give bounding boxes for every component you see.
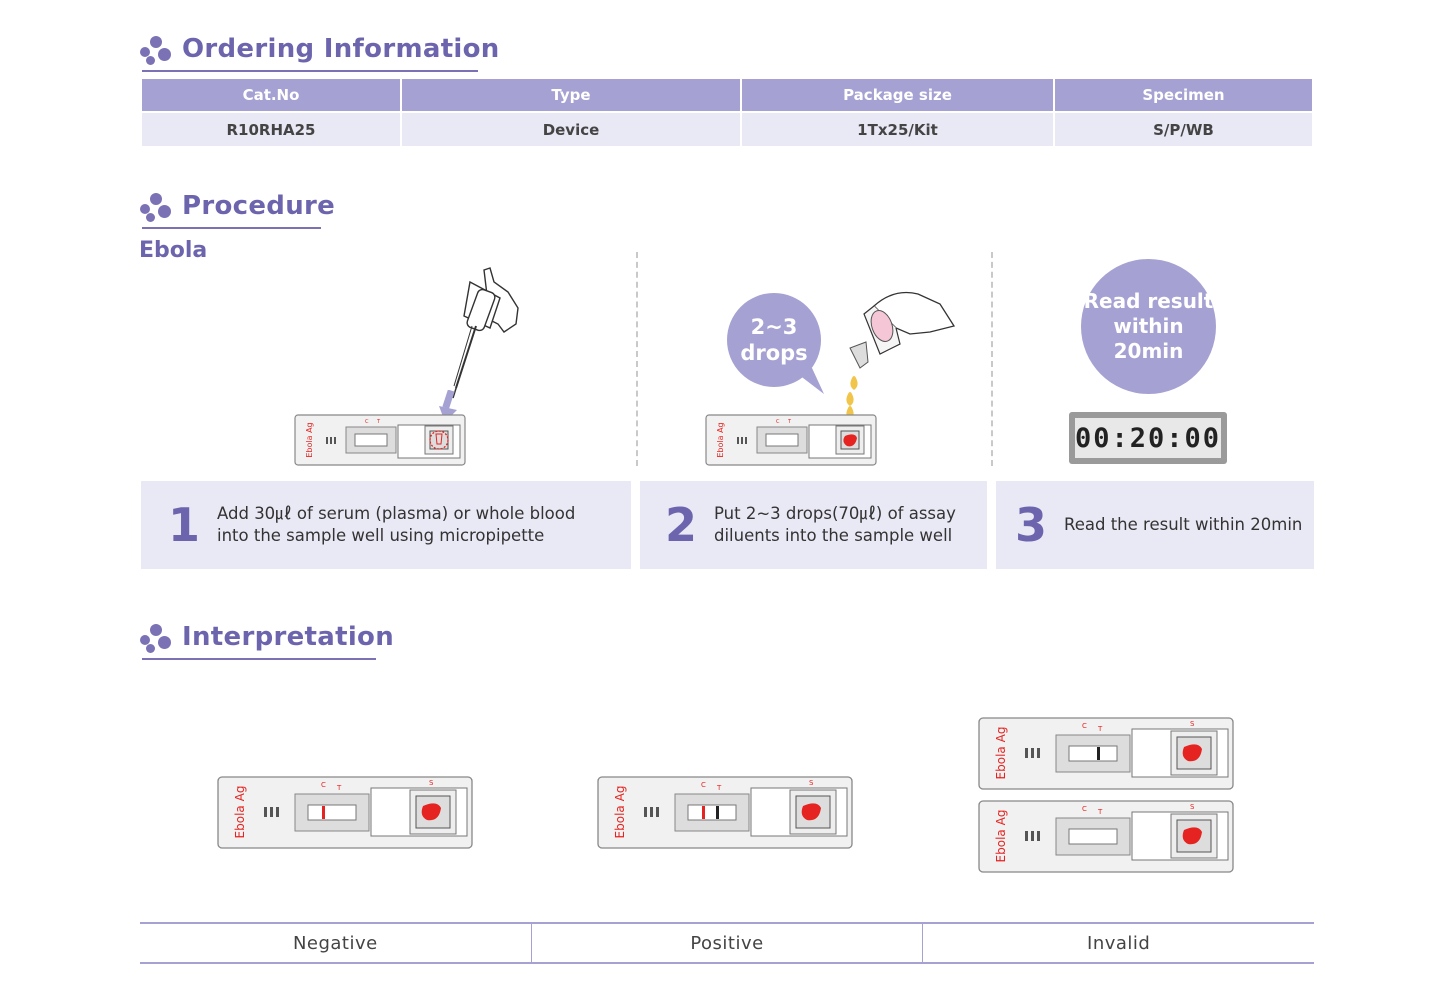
bubble-tail bbox=[790, 368, 824, 394]
svg-text:Ebola Ag: Ebola Ag bbox=[994, 810, 1008, 863]
table-cell: S/P/WB bbox=[1055, 111, 1312, 146]
interpretation-title: Interpretation bbox=[182, 622, 395, 652]
timer-screen: 00:20:00 bbox=[1075, 418, 1221, 458]
label-invalid: Invalid bbox=[922, 924, 1314, 962]
svg-text:T: T bbox=[1097, 725, 1103, 733]
ordering-title: Ordering Information bbox=[182, 34, 500, 64]
divider bbox=[636, 252, 638, 466]
device-brand: Ebola Ag bbox=[716, 422, 725, 457]
svg-text:C: C bbox=[776, 419, 780, 425]
table-cell: R10RHA25 bbox=[142, 111, 400, 146]
interpretation-heading: Interpretation bbox=[138, 622, 395, 660]
test-device: Ebola Ag C T bbox=[705, 414, 877, 466]
molecule-icon bbox=[138, 622, 172, 654]
procedure-heading: Procedure bbox=[138, 191, 336, 229]
positive-device: Ebola Ag C T S bbox=[597, 776, 853, 849]
drops-bubble: 2~3 drops bbox=[727, 293, 821, 387]
svg-text:Ebola Ag: Ebola Ag bbox=[233, 786, 247, 839]
molecule-icon bbox=[138, 34, 172, 66]
procedure-title: Procedure bbox=[182, 191, 336, 221]
col-header: Cat.No bbox=[142, 79, 400, 111]
step-2-box: 2 Put 2~3 drops(70㎕) of assay diluents i… bbox=[640, 481, 987, 569]
pipette-illustration bbox=[452, 267, 519, 399]
read-result-bubble: Read result within 20min bbox=[1081, 259, 1216, 394]
step-text: Add 30㎕ of serum (plasma) or whole blood… bbox=[217, 504, 576, 545]
svg-text:S: S bbox=[1190, 720, 1195, 728]
device-brand: Ebola Ag bbox=[305, 422, 314, 457]
col-header: Type bbox=[402, 79, 740, 111]
svg-text:T: T bbox=[1097, 808, 1103, 816]
col-header: Package size bbox=[742, 79, 1053, 111]
negative-device: Ebola Ag C T S bbox=[217, 776, 473, 849]
col-header: Specimen bbox=[1055, 79, 1312, 111]
step-1-box: 1 Add 30㎕ of serum (plasma) or whole blo… bbox=[141, 481, 631, 569]
step-number: 1 bbox=[167, 498, 200, 552]
svg-text:C: C bbox=[701, 781, 706, 789]
table-header-row: Cat.No Type Package size Specimen bbox=[142, 79, 1312, 111]
step-text: Put 2~3 drops(70㎕) of assay diluents int… bbox=[714, 504, 956, 545]
svg-text:S: S bbox=[429, 779, 434, 787]
svg-text:Ebola Ag: Ebola Ag bbox=[994, 727, 1008, 780]
test-device: Ebola Ag C T bbox=[294, 414, 466, 466]
timer-display: 00:20:00 bbox=[1069, 412, 1227, 464]
invalid-device-2: Ebola Ag C T S bbox=[978, 800, 1234, 873]
svg-text:T: T bbox=[336, 784, 342, 792]
divider bbox=[991, 252, 993, 466]
svg-text:S: S bbox=[809, 779, 814, 787]
svg-text:T: T bbox=[787, 419, 792, 425]
step-text: Read the result within 20min bbox=[1064, 515, 1303, 534]
step-3-box: 3 Read the result within 20min bbox=[996, 481, 1314, 569]
step-number: 3 bbox=[1014, 498, 1047, 552]
svg-text:S: S bbox=[1190, 803, 1195, 811]
table-cell: Device bbox=[402, 111, 740, 146]
svg-text:C: C bbox=[321, 781, 326, 789]
dropper-illustration bbox=[846, 291, 956, 420]
result-labels: Negative Positive Invalid bbox=[140, 922, 1314, 964]
svg-text:T: T bbox=[376, 419, 381, 425]
svg-text:C: C bbox=[1082, 805, 1087, 813]
svg-text:C: C bbox=[365, 419, 369, 425]
label-positive: Positive bbox=[530, 924, 923, 962]
ordering-heading: Ordering Information bbox=[138, 34, 500, 72]
svg-text:C: C bbox=[1082, 722, 1087, 730]
step-number: 2 bbox=[664, 498, 697, 552]
svg-text:Ebola Ag: Ebola Ag bbox=[613, 786, 627, 839]
label-negative: Negative bbox=[292, 932, 378, 954]
invalid-device-1: Ebola Ag C T S bbox=[978, 717, 1234, 790]
procedure-subtitle: Ebola bbox=[139, 238, 208, 263]
table-cell: 1Tx25/Kit bbox=[742, 111, 1053, 146]
table-row: R10RHA25 Device 1Tx25/Kit S/P/WB bbox=[142, 111, 1312, 146]
molecule-icon bbox=[138, 191, 172, 223]
svg-text:T: T bbox=[716, 784, 722, 792]
ordering-table: Cat.No Type Package size Specimen R10RHA… bbox=[140, 79, 1314, 146]
